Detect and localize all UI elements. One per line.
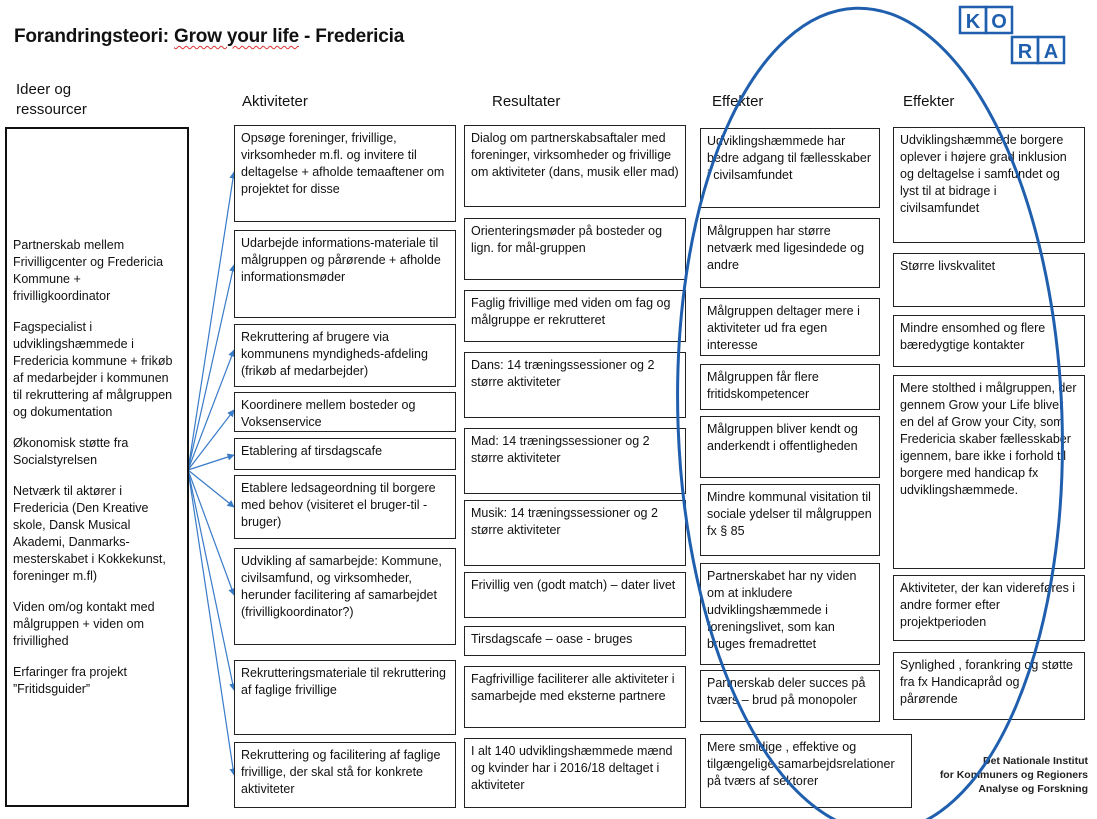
title-prefix: Forandringsteori:: [14, 26, 175, 47]
activity-box: Udvikling af samarbejde: Kommune, civils…: [234, 548, 456, 645]
effect-box: Mindre kommunal visitation til sociale y…: [700, 484, 880, 556]
activity-box: Koordinere mellem bosteder og Voksenserv…: [234, 392, 456, 432]
result-box: Faglig frivillige med viden om fag og må…: [464, 290, 686, 342]
effect-box: Mindre ensomhed og flere bæredygtige kon…: [893, 315, 1085, 367]
result-box: Dans: 14 træningssessioner og 2 større a…: [464, 352, 686, 418]
idea-item: Netværk til aktører i Fredericia (Den Kr…: [13, 483, 166, 583]
institute-caption: Det Nationale Institut for Kommuners og …: [900, 754, 1088, 796]
effect-box: Partnerskabet har ny viden om at inklude…: [700, 563, 880, 665]
ideas-box: Partnerskab mellem Frivilligcenter og Fr…: [5, 127, 189, 807]
effect-box: Målgruppen deltager mere i aktiviteter u…: [700, 298, 880, 356]
result-box: Dialog om partnerskabsaftaler med foreni…: [464, 125, 686, 207]
idea-item: Viden om/og kontakt med målgruppen + vid…: [13, 599, 155, 648]
effect-box: Målgruppen har større netværk med ligesi…: [700, 218, 880, 288]
column-heading-effects-2: Effekter: [903, 93, 955, 110]
institute-line: for Kommuners og Regioners: [939, 769, 1088, 781]
arrow-2: [187, 264, 237, 471]
column-heading-activities: Aktiviteter: [242, 93, 308, 110]
title-highlight: Grow your life: [174, 26, 299, 47]
activity-box: Rekrutteringsmateriale til rekruttering …: [234, 660, 456, 735]
result-box: Fagfrivillige faciliterer alle aktivitet…: [464, 666, 686, 728]
arrow-5: [187, 453, 235, 471]
column-heading-results: Resultater: [492, 93, 561, 110]
activity-box: Etablering af tirsdagscafe: [234, 438, 456, 470]
result-box: Frivillig ven (godt match) – dater livet: [464, 572, 686, 618]
column-heading-ideas: Ideer og ressourcer: [16, 81, 87, 118]
arrow-6: [187, 469, 235, 508]
activity-box: Etablere ledsageordning til borgere med …: [234, 475, 456, 539]
arrow-9: [187, 469, 237, 776]
effect-box: Partnerskab deler succes på tværs – brud…: [700, 670, 880, 722]
column-heading-effects-1: Effekter: [712, 93, 764, 110]
result-box: I alt 140 udviklingshæmmede mænd og kvin…: [464, 738, 686, 808]
activity-box: Udarbejde informations-materiale til mål…: [234, 230, 456, 318]
kora-logo: K O R A: [958, 5, 1066, 65]
idea-item: Erfaringer fra projekt ”Fritidsguider”: [13, 664, 127, 696]
logo-letter-a: A: [1044, 41, 1058, 63]
institute-line: Det Nationale Institut: [982, 755, 1088, 767]
title-suffix: - Fredericia: [298, 26, 405, 47]
arrow-4: [187, 409, 235, 471]
result-box: Orienteringsmøder på bosteder og lign. f…: [464, 218, 686, 280]
effect-box: Synlighed , forankring og støtte fra fx …: [893, 652, 1085, 720]
idea-item: Partnerskab mellem Frivilligcenter og Fr…: [13, 237, 164, 303]
activity-box: Rekruttering af brugere via kommunens my…: [234, 324, 456, 387]
arrow-1: [187, 171, 237, 471]
result-box: Musik: 14 træningssessioner og 2 større …: [464, 500, 686, 566]
logo-letter-o: O: [991, 11, 1007, 33]
idea-item: Økonomisk støtte fra Socialstyrelsen: [13, 435, 129, 467]
logo-letter-k: K: [966, 11, 981, 33]
activity-box: Opsøge foreninger, frivillige, virksomhe…: [234, 125, 456, 222]
logo-letter-r: R: [1018, 41, 1033, 63]
activity-box: Rekruttering og facilitering af faglige …: [234, 742, 456, 808]
arrow-8: [187, 469, 237, 691]
idea-item: Fagspecialist i udviklingshæmmede i Fred…: [13, 319, 173, 419]
effect-box: Udviklingshæmmede borgere oplever i høje…: [893, 127, 1085, 243]
result-box: Mad: 14 træningssessioner og 2 større ak…: [464, 428, 686, 494]
institute-line: Analyse og Forskning: [978, 783, 1088, 795]
effect-box: Målgruppen bliver kendt og anderkendt i …: [700, 416, 880, 478]
arrow-7: [187, 469, 236, 596]
effect-box: Større livskvalitet: [893, 253, 1085, 307]
effect-box: Aktiviteter, der kan videreføres i andre…: [893, 575, 1085, 641]
arrow-3: [187, 349, 236, 471]
page-title: Forandringsteori: Grow your life - Frede…: [14, 26, 404, 48]
effect-box: Mere smidige , effektive og tilgængelige…: [700, 734, 912, 808]
effect-box: Målgruppen får flere fritidskompetencer: [700, 364, 880, 410]
effect-box: Mere stolthed i målgruppen, der gennem G…: [893, 375, 1085, 569]
result-box: Tirsdagscafe – oase - bruges: [464, 626, 686, 656]
effect-box: Udviklingshæmmede har bedre adgang til f…: [700, 128, 880, 208]
